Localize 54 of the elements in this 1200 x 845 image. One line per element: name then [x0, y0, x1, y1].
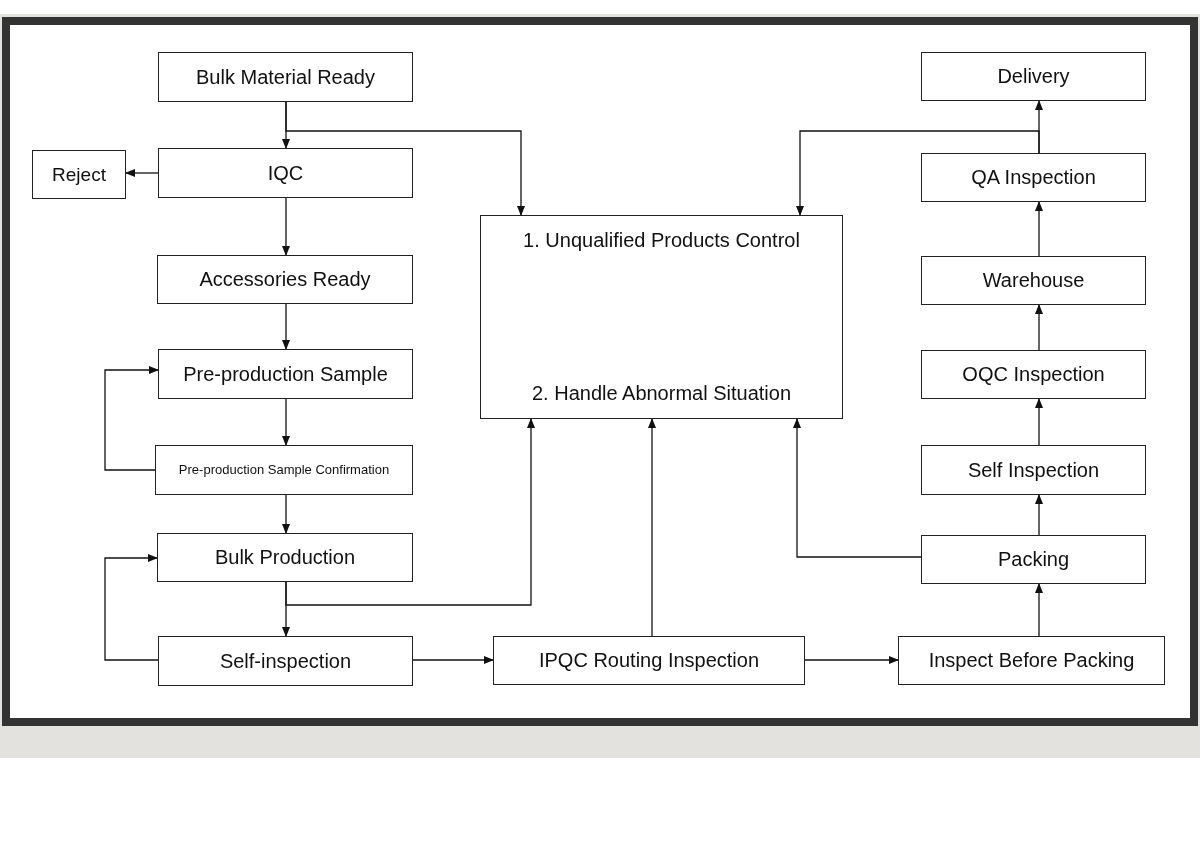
- arrow: [282, 303, 290, 350]
- box-label: Pre-production Sample Confirmation: [178, 461, 390, 479]
- arrow: [796, 130, 1040, 216]
- box-label: Accessories Ready: [199, 267, 371, 292]
- process-box: [921, 350, 1146, 399]
- arrow: [282, 398, 290, 446]
- arrow: [1035, 304, 1043, 351]
- process-box: [157, 533, 413, 582]
- arrow: [285, 101, 525, 216]
- arrow: [1035, 398, 1043, 446]
- box-label: Warehouse: [982, 268, 1085, 293]
- process-box: [480, 215, 843, 419]
- arrow: [1035, 494, 1043, 536]
- process-box: [158, 349, 413, 399]
- box-label: IPQC Routing Inspection: [538, 648, 760, 673]
- arrow: [648, 418, 656, 637]
- process-box: [155, 445, 413, 495]
- box-label: Self-inspection: [219, 648, 352, 674]
- process-box: [158, 148, 413, 198]
- arrow: [285, 418, 535, 606]
- process-box: [158, 636, 413, 686]
- box-label: Pre-production Sample: [183, 361, 388, 387]
- arrow: [104, 366, 159, 471]
- arrow: [793, 418, 922, 558]
- arrow: [1035, 201, 1043, 257]
- process-box: [32, 150, 126, 199]
- arrow: [412, 656, 494, 664]
- box-label: QA Inspection: [971, 165, 1096, 190]
- arrow: [282, 197, 290, 256]
- box-label: IQC: [267, 160, 304, 186]
- process-box: [921, 52, 1146, 101]
- process-box: [898, 636, 1165, 685]
- arrow: [104, 554, 159, 661]
- process-box: [493, 636, 805, 685]
- process-box: [921, 256, 1146, 305]
- arrow: [804, 656, 899, 664]
- box-label: Bulk Production: [214, 545, 356, 570]
- arrow: [282, 494, 290, 534]
- process-box: [921, 535, 1146, 584]
- process-box: [921, 445, 1146, 495]
- process-box: [157, 255, 413, 304]
- box-label: Packing: [997, 547, 1070, 572]
- box-label: Bulk Material Ready: [196, 64, 375, 90]
- arrow: [125, 169, 159, 177]
- arrow: [1035, 583, 1043, 637]
- process-box: [921, 153, 1146, 202]
- box-label: Inspect Before Packing: [928, 648, 1135, 673]
- process-box: [158, 52, 413, 102]
- box-label: Reject: [52, 162, 106, 187]
- box-label: 1. Unqualified Products Control: [523, 228, 800, 253]
- box-label: OQC Inspection: [962, 362, 1105, 387]
- box-label: Self Inspection: [967, 457, 1100, 483]
- box-label: Delivery: [997, 64, 1070, 89]
- box-label: 2. Handle Abnormal Situation: [531, 381, 792, 406]
